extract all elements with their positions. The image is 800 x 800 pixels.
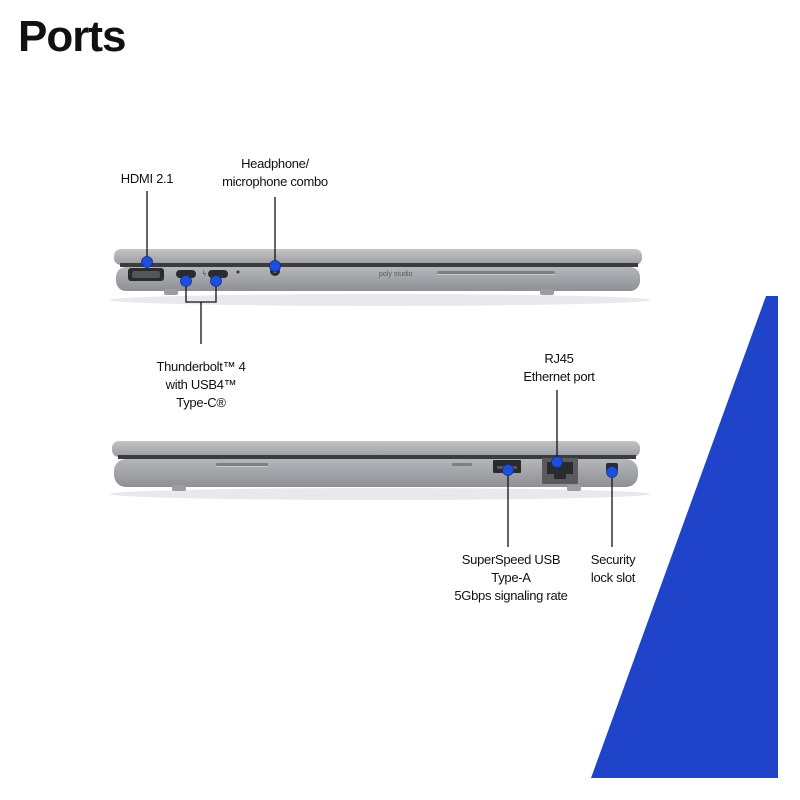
label-audio-jack: Headphone/ microphone combo [222,156,328,189]
usb-a-dot [502,464,514,476]
label-usb-a: SuperSpeed USB Type-A 5Gbps signaling ra… [454,552,568,603]
laptop-right-side [110,441,650,500]
usb-c-dot-1 [180,275,192,287]
leader-lines [146,191,613,547]
label-rj45: RJ45 Ethernet port [523,351,595,384]
rj45-dot [551,456,563,468]
audio-dot [269,260,281,272]
usb-c-port-1 [176,270,196,278]
brand-text: poly studio [379,271,413,278]
thunderbolt-icon: ϟ [202,270,207,278]
lock-dot [606,466,618,478]
usb-c-dot-2 [210,275,222,287]
page-title: Ports [18,12,126,61]
laptop-left-side: ϟ poly studio [110,249,650,306]
hdmi-dot [141,256,153,268]
label-hdmi: HDMI 2.1 [120,171,174,186]
label-lock-slot: Security lock slot [590,552,636,585]
label-thunderbolt: Thunderbolt™ 4 with USB4™ Type-C® [156,359,246,410]
